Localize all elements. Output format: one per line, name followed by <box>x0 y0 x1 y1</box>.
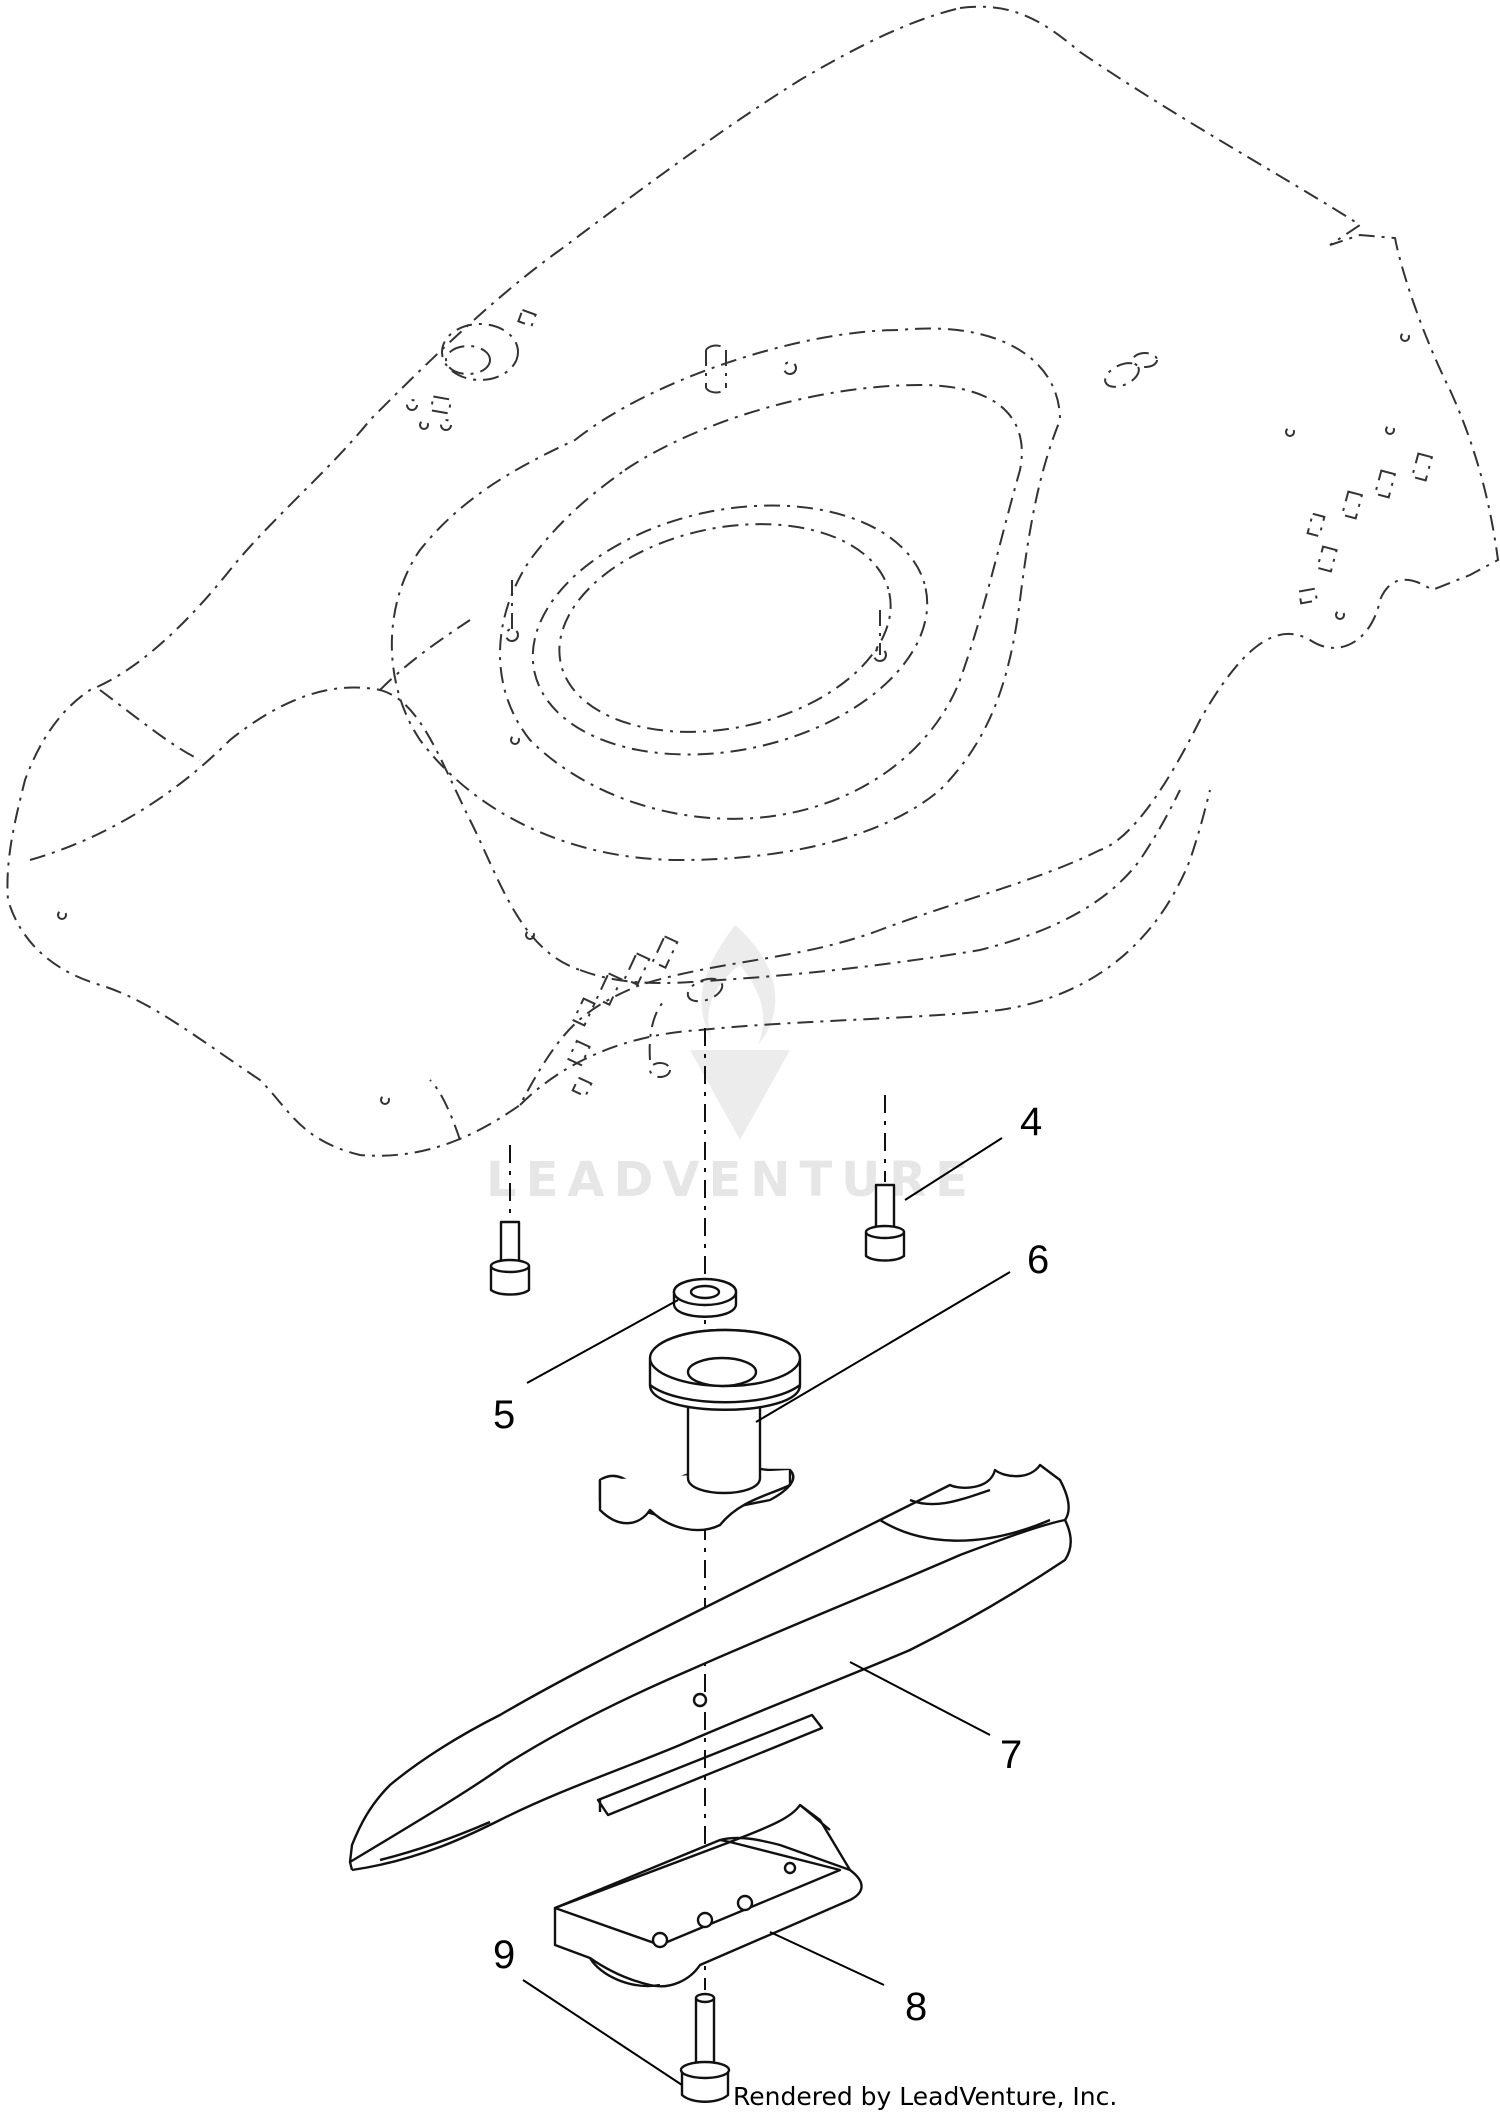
spacer-washer-part-5 <box>672 1277 738 1318</box>
watermark-text: LEADVENTURE <box>486 1152 977 1208</box>
callout-labels: 4 5 6 7 8 9 <box>493 1100 1049 2029</box>
leadventure-watermark: LEADVENTURE <box>486 925 977 1208</box>
assembly-centerlines <box>509 1028 886 1990</box>
blade-bolt-part-9 <box>679 1992 731 2103</box>
blade-adapter-part-6 <box>598 1328 802 1532</box>
callout-7: 7 <box>1000 1733 1022 1777</box>
callout-8: 8 <box>905 1985 927 2029</box>
blade-part-7 <box>348 1463 1072 1872</box>
stiffener-plate-part-8 <box>553 1803 863 1988</box>
callout-4: 4 <box>1020 1100 1042 1144</box>
front-vent-slots <box>57 910 724 1105</box>
bolt-part-4-left <box>489 1220 531 1296</box>
render-credit: Rendered by LeadVenture, Inc. <box>733 2082 1117 2111</box>
bolt-part-4 <box>864 1183 906 1262</box>
mower-deck-housing <box>6 5 1500 1157</box>
leader-lines <box>522 1137 1011 2086</box>
callout-9: 9 <box>493 1933 515 1977</box>
callout-6: 6 <box>1027 1238 1049 1282</box>
callout-5: 5 <box>493 1393 515 1437</box>
right-vent-slots <box>1285 332 1434 620</box>
